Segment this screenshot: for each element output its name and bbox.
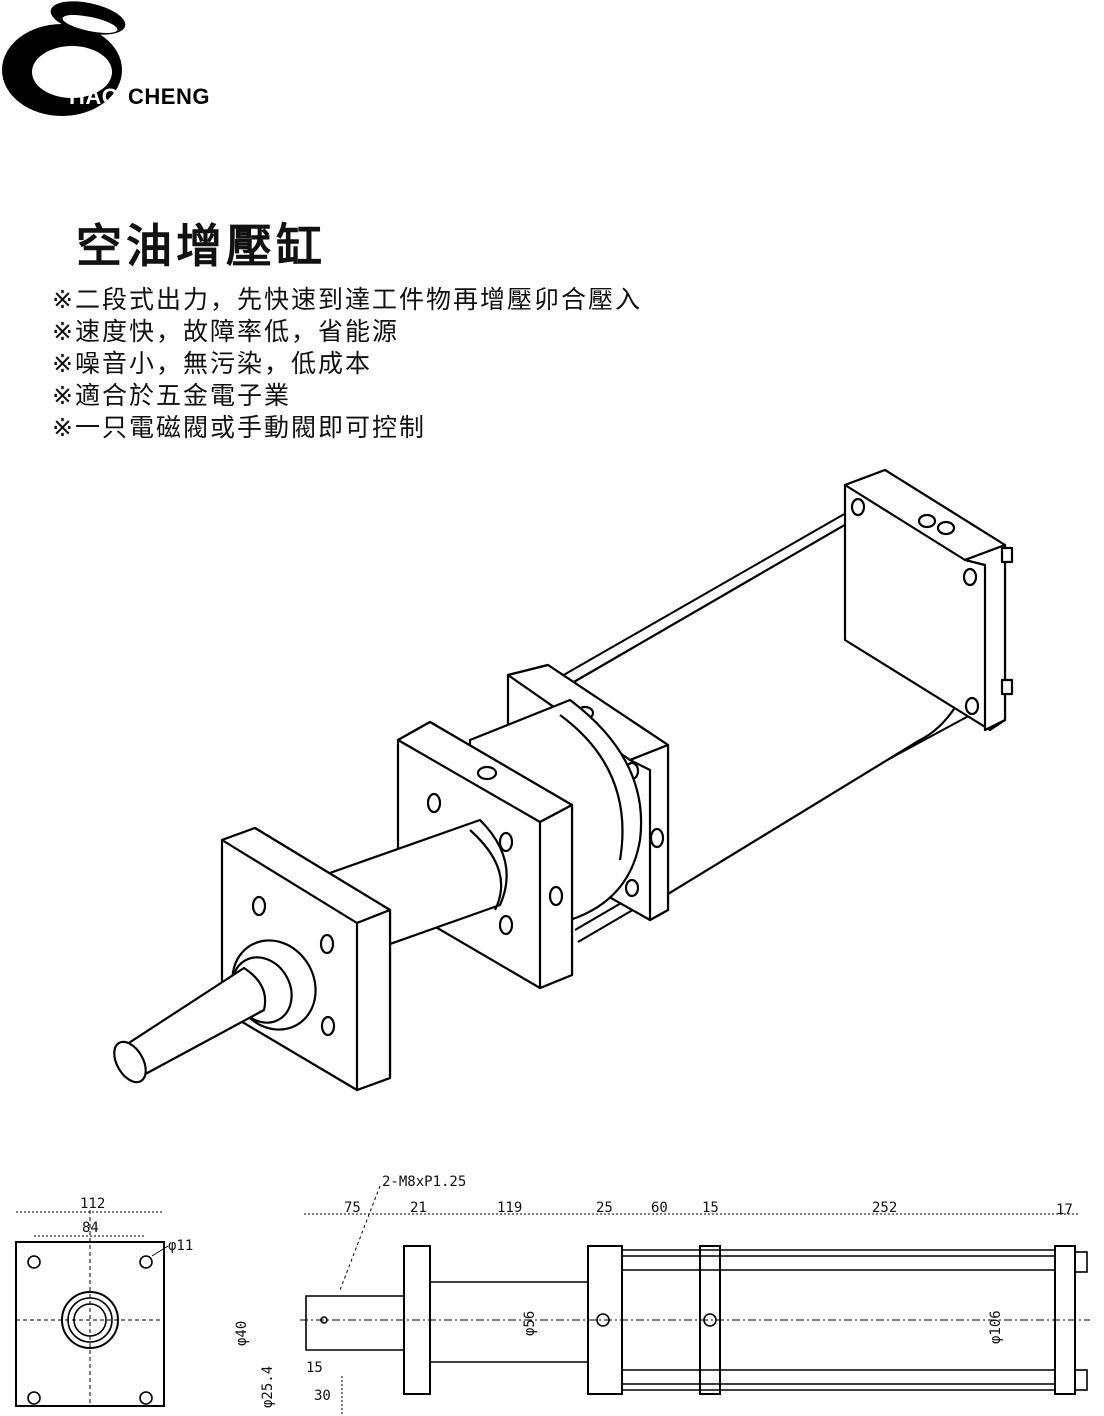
dim-thread-label: 2-M8xP1.25	[382, 1174, 466, 1190]
dimension-drawing: 112 84 φ11 2-M8xP1.25 75 21 119 25 60 15…	[15, 1174, 1090, 1416]
dim-len: 21	[410, 1200, 427, 1216]
dim-dia-25: φ25.4	[260, 1366, 276, 1408]
side-view	[300, 1185, 1090, 1416]
end-view	[15, 1210, 169, 1407]
piston-rod	[113, 939, 317, 1084]
brand-name-cheng: CHENG	[128, 84, 210, 109]
dim-hole: φ11	[168, 1238, 193, 1254]
dim-15: 15	[306, 1360, 323, 1376]
dim-len: 25	[596, 1200, 613, 1216]
dim-len: 75	[344, 1200, 361, 1216]
dim-dia-106: φ106	[988, 1310, 1004, 1344]
dim-len: 119	[497, 1200, 522, 1216]
feature-item: ※噪音小，無污染，低成本	[52, 349, 372, 378]
cylinder-isometric-illustration	[113, 468, 1014, 1092]
product-title: 空油增壓缸	[76, 219, 326, 273]
dim-84: 84	[82, 1220, 99, 1236]
dim-30: 30	[314, 1388, 331, 1404]
dim-len: 15	[702, 1200, 719, 1216]
feature-item: ※一只電磁閥或手動閥即可控制	[52, 413, 426, 442]
brand-name-hao: HAO	[69, 84, 120, 109]
dim-len: 252	[872, 1200, 897, 1216]
feature-item: ※二段式出力，先快速到達工件物再增壓卯合壓入	[52, 285, 642, 314]
hao-cheng-logo	[2, 1, 126, 116]
feature-item: ※適合於五金電子業	[52, 381, 291, 410]
dim-len: 60	[651, 1200, 668, 1216]
rear-end-cap	[843, 468, 1014, 732]
feature-item: ※速度快，故障率低，省能源	[52, 317, 399, 346]
feature-list: ※二段式出力，先快速到達工件物再增壓卯合壓入 ※速度快，故障率低，省能源 ※噪音…	[52, 284, 642, 444]
dim-dia-40: φ40	[234, 1321, 250, 1346]
dim-len: 17	[1056, 1202, 1073, 1218]
dim-112: 112	[80, 1196, 105, 1212]
dim-dia-56: φ56	[522, 1311, 538, 1336]
